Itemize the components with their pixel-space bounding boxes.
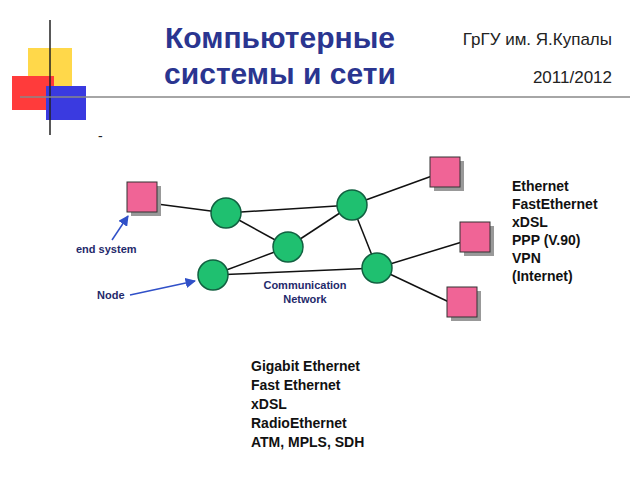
dash-mark: - — [98, 128, 103, 145]
vertical-rule — [49, 20, 51, 135]
core-protocol: RadioEthernet — [251, 415, 347, 432]
access-protocol: Ethernet — [512, 178, 569, 195]
node-label: Node — [97, 289, 125, 302]
node-circles — [198, 190, 392, 290]
cloud-outline — [162, 150, 497, 350]
access-protocol: (Internet) — [512, 268, 573, 285]
core-protocol: Fast Ethernet — [251, 377, 340, 394]
core-protocol: Gigabit Ethernet — [251, 358, 360, 375]
access-protocol: xDSL — [512, 214, 548, 231]
core-protocol: xDSL — [251, 396, 287, 413]
core-protocol: ATM, MPLS, SDH — [251, 434, 364, 451]
access-protocol: PPP (V.90) — [512, 232, 581, 249]
university-name: ГрГУ им. Я.Купалы — [463, 30, 612, 50]
communication-cloud: Communication Network — [162, 150, 497, 350]
end-system-squares — [127, 157, 494, 321]
network-caption: Communication Network — [250, 278, 360, 306]
access-protocol: FastEthernet — [512, 196, 598, 213]
academic-year: 2011/2012 — [533, 68, 612, 88]
blue-square — [46, 86, 86, 120]
slide-title: Компьютерные системы и сети — [130, 20, 430, 92]
horizontal-rule — [20, 96, 630, 98]
end-system-pointer — [112, 216, 128, 240]
node-pointer — [130, 281, 195, 295]
end-system-label: end system — [76, 243, 137, 256]
access-protocol: VPN — [512, 250, 541, 267]
